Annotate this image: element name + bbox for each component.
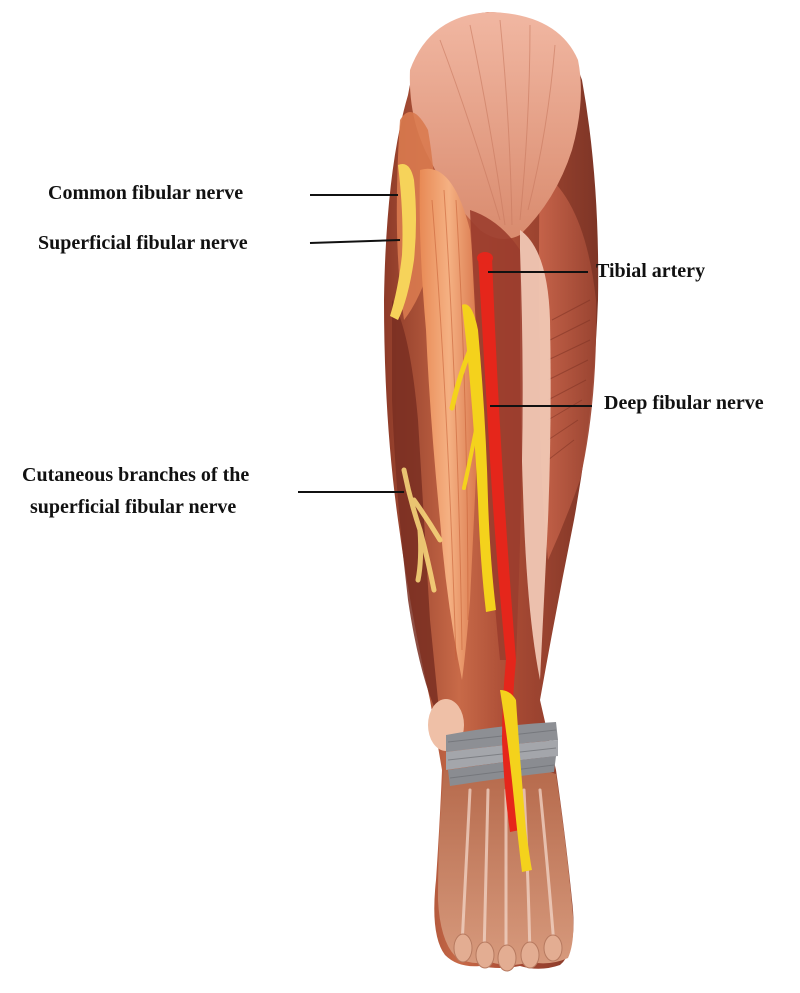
cutaneous-branches xyxy=(401,467,443,593)
tibia-shaft xyxy=(520,230,551,680)
extensor-retinaculum xyxy=(446,722,558,786)
lateral-muscle xyxy=(539,170,597,560)
label-superficial-fibular-nerve: Superficial fibular nerve xyxy=(38,232,248,254)
toe xyxy=(475,941,495,969)
knee-region xyxy=(409,12,581,239)
toe xyxy=(543,934,563,962)
toe xyxy=(453,933,473,963)
common-fibular-nerve xyxy=(390,164,416,320)
label-tibial-artery: Tibial artery xyxy=(596,260,706,282)
toe xyxy=(497,944,517,972)
label-common-fibular-nerve: Common fibular nerve xyxy=(48,182,244,204)
toe xyxy=(520,941,540,969)
label-cutaneous-branches-line1: Cutaneous branches of the xyxy=(22,464,250,486)
leader-lines xyxy=(298,194,592,493)
label-deep-fibular-nerve: Deep fibular nerve xyxy=(604,392,764,414)
leader-superficial-fibular xyxy=(309,239,401,244)
tibial-artery xyxy=(478,254,520,832)
deep-fibular-nerve xyxy=(462,304,496,612)
label-cutaneous-branches-line2: superficial fibular nerve xyxy=(30,496,237,518)
tibialis-anterior xyxy=(419,168,479,680)
